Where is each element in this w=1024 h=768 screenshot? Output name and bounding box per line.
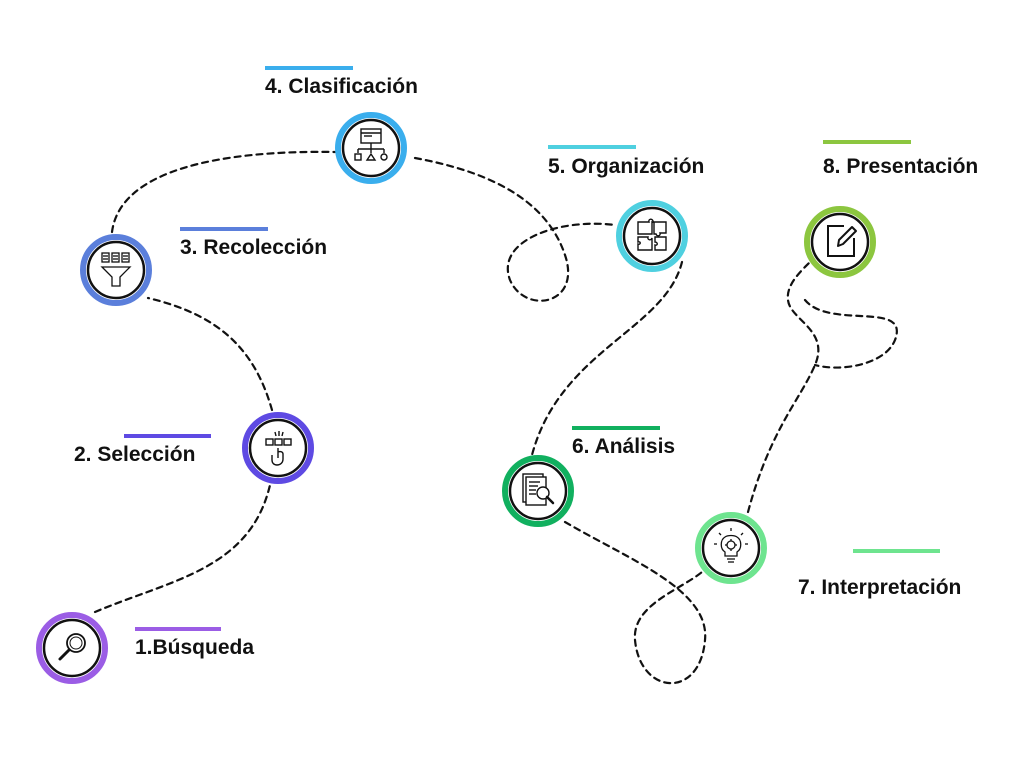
step-6-label: 6. Análisis [572, 435, 676, 458]
step-7-label: 7. Interpretación [798, 576, 962, 599]
step-6-node[interactable] [502, 455, 574, 527]
step-5-accent-bar [548, 145, 636, 149]
step-3-node[interactable] [80, 234, 152, 306]
step-1-label: 1.Búsqueda [135, 636, 255, 659]
step-8-accent-bar [823, 140, 911, 144]
lightbulb-icon [714, 528, 748, 563]
step-8-label: 8. Presentación [823, 155, 979, 178]
step-6-accent-bar [572, 426, 660, 430]
step-1-node[interactable] [36, 612, 108, 684]
magnifier-icon [58, 633, 86, 661]
step-4-accent-bar [265, 66, 353, 70]
step-3-accent-bar [180, 227, 268, 231]
step-3-label: 3. Recolección [180, 236, 328, 259]
step-2-accent-bar [124, 434, 211, 438]
step-7-node[interactable] [695, 512, 767, 584]
step-4-node[interactable] [335, 112, 407, 184]
hierarchy-icon [354, 128, 388, 161]
step-5-node[interactable] [616, 200, 688, 272]
step-2-label: 2. Selección [74, 443, 196, 466]
step-1-accent-bar [135, 627, 221, 631]
hand-select-icon [265, 431, 292, 466]
funnel-icon [100, 252, 132, 287]
edit-icon [827, 225, 857, 257]
puzzle-icon [637, 218, 667, 251]
step-4-label: 4. Clasificación [265, 75, 418, 98]
step-7-accent-bar [853, 549, 940, 553]
step-8-node[interactable] [804, 206, 876, 278]
step-5-label: 5. Organización [548, 155, 705, 178]
step-2-node[interactable] [242, 412, 314, 484]
document-search-icon [522, 473, 555, 506]
